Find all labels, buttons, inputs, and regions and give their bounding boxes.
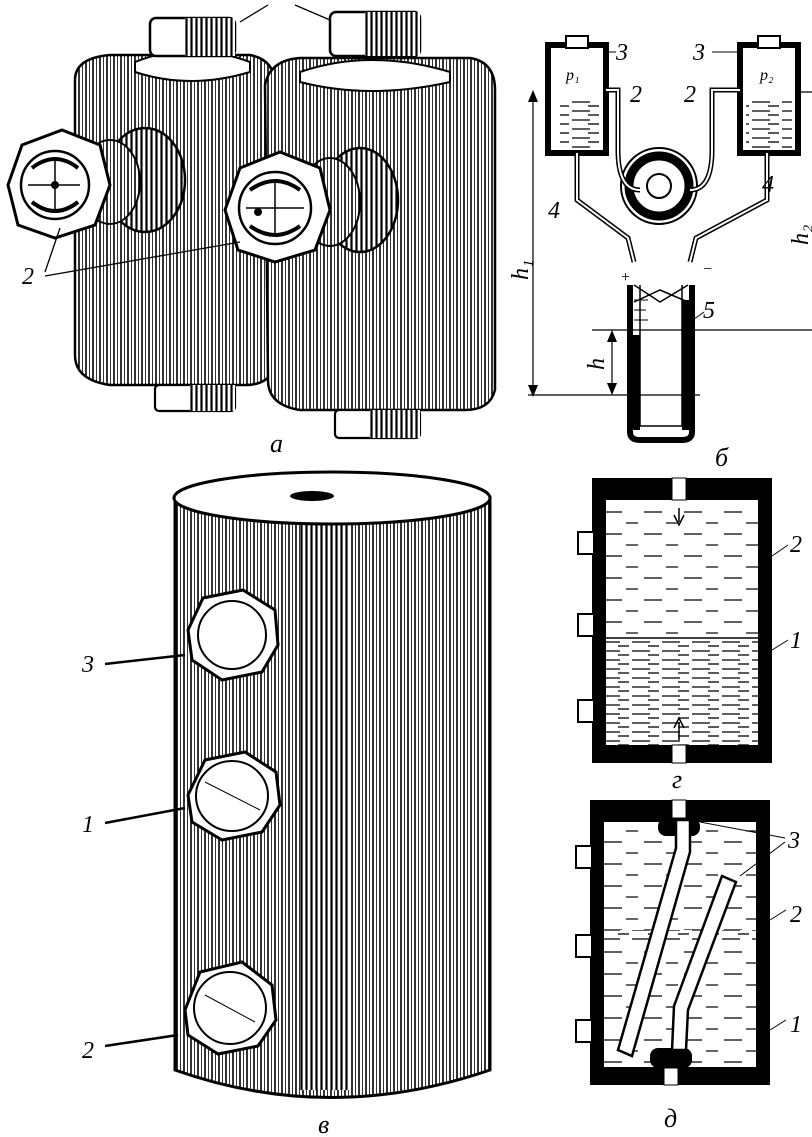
- plus-sign: +: [620, 269, 631, 286]
- caption-d: д: [664, 1104, 677, 1133]
- h2-label: h₂: [788, 225, 812, 245]
- panel-v: 3 1 2 в: [81, 470, 492, 1137]
- p1-label: p₁: [565, 67, 580, 84]
- tube-1: [616, 818, 692, 1058]
- u-tube-manometer: [627, 285, 695, 443]
- caption-a: а: [270, 429, 283, 458]
- p2-label: p₂: [759, 67, 774, 84]
- label-2: 2: [790, 532, 802, 558]
- label-1: 1: [82, 812, 94, 838]
- label-2: 2: [82, 1038, 94, 1064]
- panel-d: 3 2 1 д: [575, 799, 802, 1133]
- label-2-left: 2: [630, 82, 642, 108]
- label-4-right: 4: [762, 172, 774, 198]
- label-2-right: 2: [684, 82, 696, 108]
- label-3-right: 3: [692, 40, 705, 66]
- label-1: 1: [790, 628, 802, 654]
- panel-a: 2 а: [6, 4, 497, 458]
- label-3: 3: [787, 828, 800, 854]
- right-top-cap: [299, 59, 451, 92]
- label-5: 5: [703, 298, 715, 324]
- tube-2: [670, 874, 738, 1052]
- label-4-left: 4: [548, 198, 560, 224]
- left-valve: [6, 126, 187, 240]
- bolt-2: [183, 960, 278, 1056]
- label-1: 1: [790, 1012, 802, 1038]
- bolt-3: [186, 588, 280, 682]
- minus-sign: −: [702, 261, 713, 278]
- label-2: 2: [790, 902, 802, 928]
- bolt-1: [186, 750, 282, 842]
- caption-b: б: [715, 443, 729, 472]
- h-label: h: [584, 358, 610, 370]
- caption-g: г: [672, 765, 682, 794]
- panel-b: p₁ p₂ + −: [508, 35, 812, 472]
- right-valve: [223, 146, 400, 264]
- label-2: 2: [22, 264, 34, 290]
- label-3-left: 3: [615, 40, 628, 66]
- h1-label: h₁: [508, 260, 534, 280]
- panel-g: 2 1 г: [577, 477, 802, 794]
- caption-v: в: [318, 1110, 329, 1137]
- label-3: 3: [81, 652, 94, 678]
